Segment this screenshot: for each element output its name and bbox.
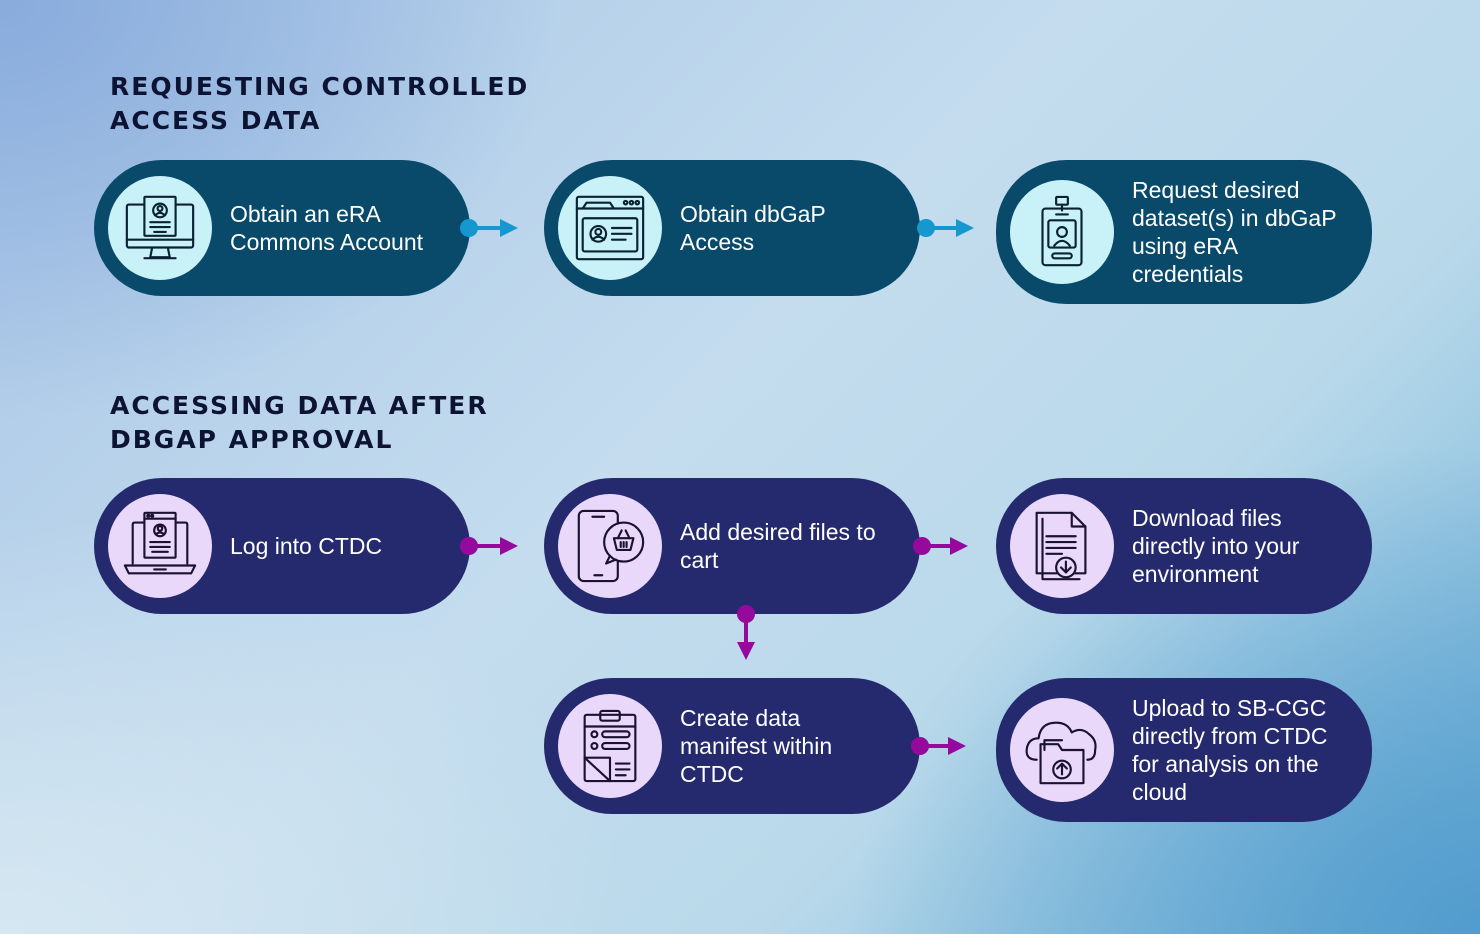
step-label-line: cloud	[1132, 779, 1187, 805]
step-label-line: manifest within	[680, 733, 833, 759]
connector-arrow	[911, 737, 966, 755]
step-create-manifest: Create data manifest within CTDC	[544, 678, 920, 814]
step-label-line: dataset(s) in dbGaP	[1132, 205, 1337, 231]
step-log-into: Log into CTDC	[94, 478, 470, 614]
step-download-files: Download files directly into your enviro…	[996, 478, 1372, 614]
step-request-dataset: Request desired dataset(s) in dbGaP usin…	[996, 160, 1372, 304]
step-label: Request desired dataset(s) in dbGaP usin…	[1132, 176, 1353, 288]
step-label-line: using eRA	[1132, 233, 1239, 259]
step-label-line: environment	[1132, 561, 1259, 587]
step-label-line: directly from CTDC	[1132, 723, 1328, 749]
laptop-profile-icon	[108, 494, 212, 598]
section-title-requesting: REQUESTING CONTROLLED ACCESS DATA	[110, 70, 529, 138]
connector-arrow	[460, 537, 518, 555]
step-label-line: Commons Account	[230, 229, 424, 255]
section-title-line: REQUESTING CONTROLLED	[110, 72, 530, 101]
step-label-line: Request desired	[1132, 177, 1300, 203]
section-title-line: ACCESS DATA	[110, 106, 322, 135]
step-label-line: CTDC	[680, 761, 744, 787]
section-title-line: ACCESSING DATA AFTER	[110, 391, 489, 420]
step-dbgap-access: Obtain dbGaP Access	[544, 160, 920, 296]
browser-id-card-icon	[558, 176, 662, 280]
step-label: Create data manifest within CTDC	[680, 704, 848, 788]
step-add-files: Add desired files to cart	[544, 478, 920, 614]
step-label-line: Create data	[680, 705, 801, 731]
step-label-line: Log into CTDC	[230, 533, 383, 559]
step-label: Add desired files to cart	[680, 518, 892, 574]
id-badge-icon	[1010, 180, 1114, 284]
step-label-line: Upload to SB-CGC	[1132, 695, 1327, 721]
section-title-accessing: ACCESSING DATA AFTER DBGAP APPROVAL	[110, 389, 489, 457]
step-label: Upload to SB-CGC directly from CTDC for …	[1132, 694, 1344, 806]
step-label-line: Download files	[1132, 505, 1282, 531]
section-title-line: DBGAP APPROVAL	[110, 425, 394, 454]
connector-arrow	[460, 219, 518, 237]
step-label-line: Add desired files to	[680, 519, 876, 545]
step-label: Download files directly into your enviro…	[1132, 504, 1315, 588]
document-download-icon	[1010, 494, 1114, 598]
computer-profile-icon	[108, 176, 212, 280]
step-label-line: cart	[680, 547, 719, 573]
cloud-folder-upload-icon	[1010, 698, 1114, 802]
step-label-line: Obtain an eRA	[230, 201, 381, 227]
connector-arrow-down	[737, 605, 755, 660]
step-label-line: Obtain dbGaP	[680, 201, 826, 227]
phone-cart-icon	[558, 494, 662, 598]
step-label: Obtain an eRA Commons Account	[230, 200, 439, 256]
step-label-line: Access	[680, 229, 755, 255]
step-label-line: directly into your	[1132, 533, 1300, 559]
step-era-commons: Obtain an eRA Commons Account	[94, 160, 470, 296]
clipboard-list-icon	[558, 694, 662, 798]
step-label: Log into CTDC	[230, 532, 398, 560]
step-label-line: credentials	[1132, 261, 1244, 287]
connector-arrow	[917, 219, 974, 237]
step-upload-sbcgc: Upload to SB-CGC directly from CTDC for …	[996, 678, 1372, 822]
connector-arrow	[913, 537, 968, 555]
step-label: Obtain dbGaP Access	[680, 200, 842, 256]
step-label-line: for analysis on the	[1132, 751, 1319, 777]
